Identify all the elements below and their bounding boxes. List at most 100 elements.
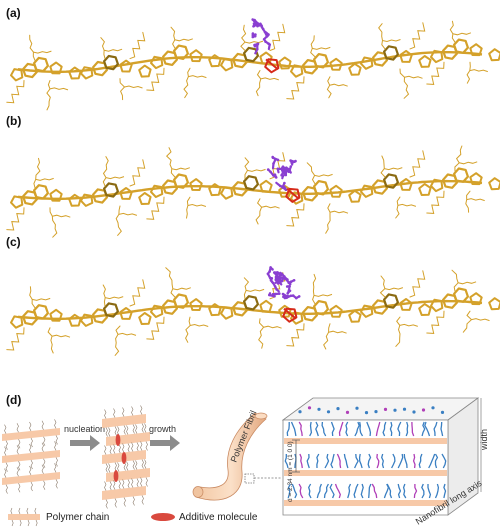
alkyl-fork <box>399 323 418 327</box>
lattice-molecule <box>418 453 423 469</box>
alkyl-side-chain <box>165 267 176 298</box>
side-chain <box>105 499 108 509</box>
additive-bond <box>267 168 278 179</box>
lattice-atom <box>307 406 312 410</box>
side-chain <box>113 408 116 418</box>
polymer-chain-panel-b <box>6 145 500 238</box>
conjugated-backbone <box>17 51 483 73</box>
growth-label: growth <box>149 424 176 434</box>
alkyl-side-chain <box>312 273 317 305</box>
thiophene-ring <box>10 195 24 209</box>
thiophene-ring <box>430 49 444 64</box>
lattice-molecule <box>411 421 415 437</box>
thiophene-ring <box>138 192 152 205</box>
alkyl-side-chain <box>146 196 165 220</box>
alkyl-side-chain <box>466 61 471 84</box>
side-chain <box>109 445 112 455</box>
width-label: width <box>479 429 489 451</box>
alkyl-fork <box>312 46 331 50</box>
lattice-molecule <box>315 421 319 437</box>
alkyl-side-chain <box>379 275 386 298</box>
alkyl-side-chain <box>129 31 146 60</box>
side-chain <box>43 458 46 468</box>
side-chain <box>122 407 125 417</box>
thiophene-ring <box>259 299 273 313</box>
lattice-molecule <box>413 484 418 499</box>
legend-additive-swatch <box>151 513 175 521</box>
polymer-layer <box>284 470 447 476</box>
ring <box>243 295 259 311</box>
additive-bond <box>266 266 274 284</box>
legend-polymer-chain-label: Polymer chain <box>46 512 109 523</box>
lattice-atom <box>431 406 435 410</box>
thiophene-ring <box>49 61 63 75</box>
thiophene-ring <box>68 66 82 80</box>
legend-side-chain <box>10 507 13 515</box>
lattice-molecule <box>428 453 436 469</box>
legend-side-chain <box>18 507 21 515</box>
side-chain <box>104 445 107 455</box>
side-chain <box>16 467 19 477</box>
lattice-molecule <box>397 483 402 499</box>
alkyl-side-chain <box>378 23 386 50</box>
side-chain <box>132 424 135 434</box>
ring <box>102 302 120 318</box>
ring <box>173 44 189 61</box>
alkyl-side-chain <box>409 150 426 178</box>
ring <box>243 46 259 63</box>
additive-bond <box>268 292 281 298</box>
thiophene-ring <box>138 312 152 325</box>
anchor-bond <box>265 58 279 71</box>
additive-bond <box>251 32 257 39</box>
alkyl-side-chain <box>323 323 331 350</box>
side-chain <box>55 479 58 489</box>
side-chain <box>122 479 125 489</box>
alkyl-side-chain <box>243 277 250 300</box>
fibril-label: Polymer Fibril <box>229 409 259 464</box>
alkyl-fork <box>117 332 137 336</box>
additive-bond <box>285 278 296 286</box>
alkyl-side-chain <box>146 67 165 91</box>
thiophene-ring <box>290 191 304 205</box>
lattice-molecule <box>291 483 298 499</box>
side-chain <box>54 419 57 429</box>
thiophene-ring <box>68 313 82 327</box>
alkyl-fork <box>245 288 265 292</box>
thiophene-ring <box>329 304 343 318</box>
thiophene-ring <box>469 172 483 186</box>
side-chain <box>114 498 117 508</box>
alkyl-side-chain <box>102 156 109 187</box>
alkyl-fork <box>384 287 404 291</box>
side-chain <box>141 495 144 505</box>
legend-side-chain <box>27 519 30 527</box>
alkyl-fork <box>313 293 333 297</box>
side-chain <box>29 421 32 432</box>
alkyl-side-chain <box>306 162 316 185</box>
alkyl-fork <box>118 212 138 216</box>
nucleation-label: nucleation <box>64 424 105 434</box>
side-chain <box>55 435 58 445</box>
lattice-atom <box>317 407 321 411</box>
side-chain <box>118 480 121 490</box>
side-chain <box>30 437 33 448</box>
lattice-molecule <box>284 454 289 469</box>
lattice-molecule <box>434 483 440 499</box>
alkyl-side-chain <box>183 67 191 99</box>
ring <box>453 287 469 303</box>
side-chain <box>18 439 21 449</box>
alkyl-side-chain <box>449 20 456 43</box>
lattice-molecule <box>440 421 444 437</box>
thiophene-ring <box>430 298 444 313</box>
lattice-molecule <box>309 421 313 437</box>
side-chain <box>117 426 120 436</box>
additive-bond <box>271 156 280 170</box>
side-chain <box>123 497 126 507</box>
lattice-molecule <box>367 453 372 469</box>
alkyl-fork <box>244 40 264 44</box>
lattice-atom <box>440 410 445 414</box>
lattice-atom <box>374 410 378 414</box>
lattice-molecule <box>354 421 360 437</box>
side-chain <box>4 468 7 478</box>
side-chain <box>18 483 21 493</box>
thiophene-ring <box>150 55 164 70</box>
